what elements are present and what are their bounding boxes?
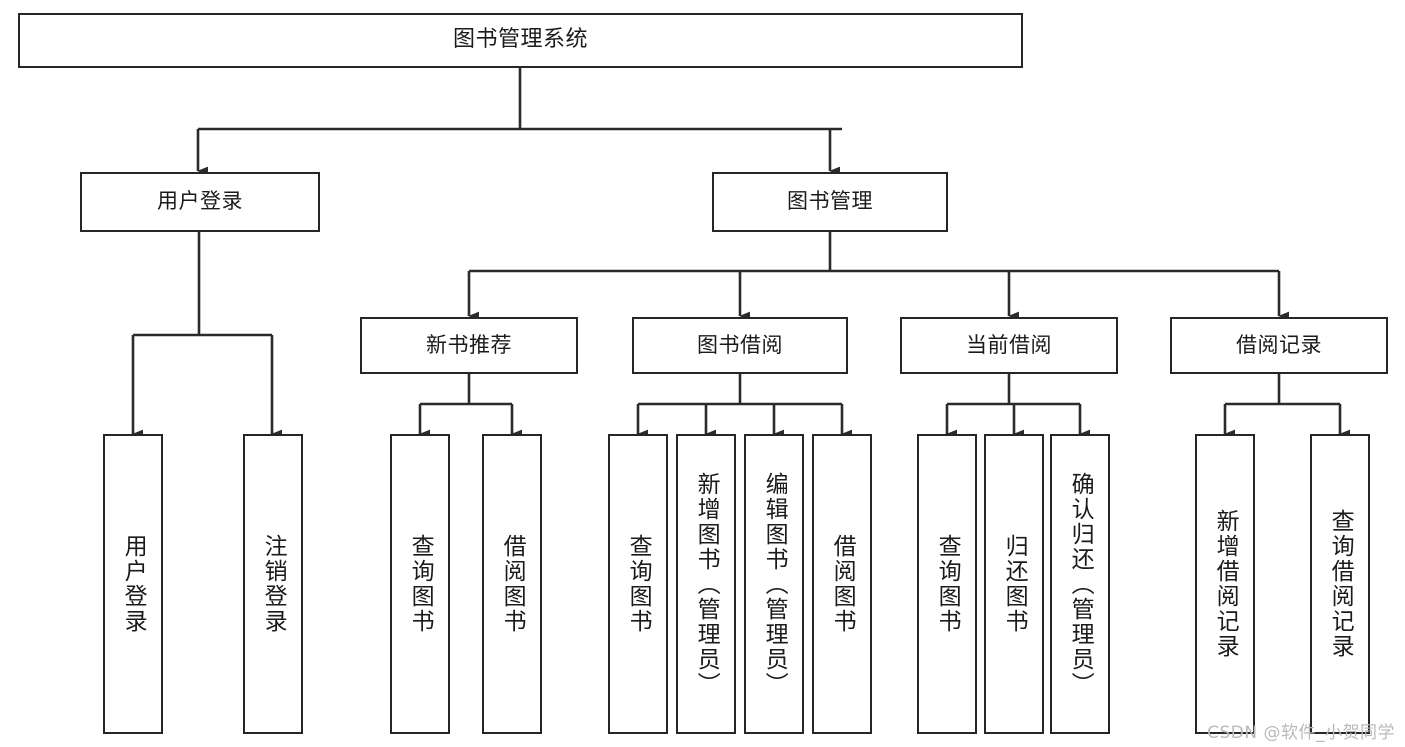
node-borrow-record[interactable]: 借阅记录 xyxy=(1170,317,1388,374)
node-root-book-management-system[interactable]: 图书管理系统 xyxy=(18,13,1023,68)
node-label: 借阅图书 xyxy=(829,534,856,634)
node-label: 图书管理系统 xyxy=(452,27,588,53)
csdn-watermark: CSDN @软件_小贺同学 xyxy=(1207,723,1395,743)
node-label: 查询图书 xyxy=(407,534,434,634)
node-current-borrow[interactable]: 当前借阅 xyxy=(900,317,1118,374)
node-label: 借阅图书 xyxy=(499,534,526,634)
node-leaf-borrow-query-book[interactable]: 查询图书 xyxy=(608,434,668,734)
node-label: 归还图书 xyxy=(1001,534,1028,634)
node-label: 图书管理 xyxy=(787,189,873,214)
node-leaf-recommend-borrow-book[interactable]: 借阅图书 xyxy=(482,434,542,734)
node-label: 借阅记录 xyxy=(1236,332,1322,357)
node-label: 查询图书 xyxy=(934,534,961,634)
node-label: 新增借阅记录 xyxy=(1212,509,1239,659)
node-leaf-user-login[interactable]: 用户登录 xyxy=(103,434,163,734)
node-label: 图书借阅 xyxy=(697,332,783,357)
node-leaf-borrow-edit-book[interactable]: 编辑图书（管理员） xyxy=(744,434,804,734)
node-leaf-record-query[interactable]: 查询借阅记录 xyxy=(1310,434,1370,734)
node-label: 注销登录 xyxy=(260,534,287,634)
node-leaf-current-confirm-return[interactable]: 确认归还（管理员） xyxy=(1050,434,1110,734)
node-leaf-current-query-book[interactable]: 查询图书 xyxy=(917,434,977,734)
node-user-login[interactable]: 用户登录 xyxy=(80,172,320,232)
node-leaf-recommend-query-book[interactable]: 查询图书 xyxy=(390,434,450,734)
node-label: 用户登录 xyxy=(120,534,147,634)
node-book-manage[interactable]: 图书管理 xyxy=(712,172,948,232)
node-leaf-record-add[interactable]: 新增借阅记录 xyxy=(1195,434,1255,734)
node-label: 用户登录 xyxy=(157,189,243,214)
node-label: 新书推荐 xyxy=(426,332,512,357)
node-leaf-borrow-add-book[interactable]: 新增图书（管理员） xyxy=(676,434,736,734)
node-label: 查询借阅记录 xyxy=(1327,509,1354,659)
node-label: 当前借阅 xyxy=(966,332,1052,357)
node-label: 新增图书（管理员） xyxy=(693,471,720,697)
node-label: 查询图书 xyxy=(625,534,652,634)
node-leaf-borrow-borrow-book[interactable]: 借阅图书 xyxy=(812,434,872,734)
node-label: 编辑图书（管理员） xyxy=(761,471,788,697)
node-label: 确认归还（管理员） xyxy=(1067,471,1094,697)
node-leaf-current-return-book[interactable]: 归还图书 xyxy=(984,434,1044,734)
node-leaf-user-logout[interactable]: 注销登录 xyxy=(243,434,303,734)
node-book-borrow[interactable]: 图书借阅 xyxy=(632,317,848,374)
node-new-book-recommend[interactable]: 新书推荐 xyxy=(360,317,578,374)
